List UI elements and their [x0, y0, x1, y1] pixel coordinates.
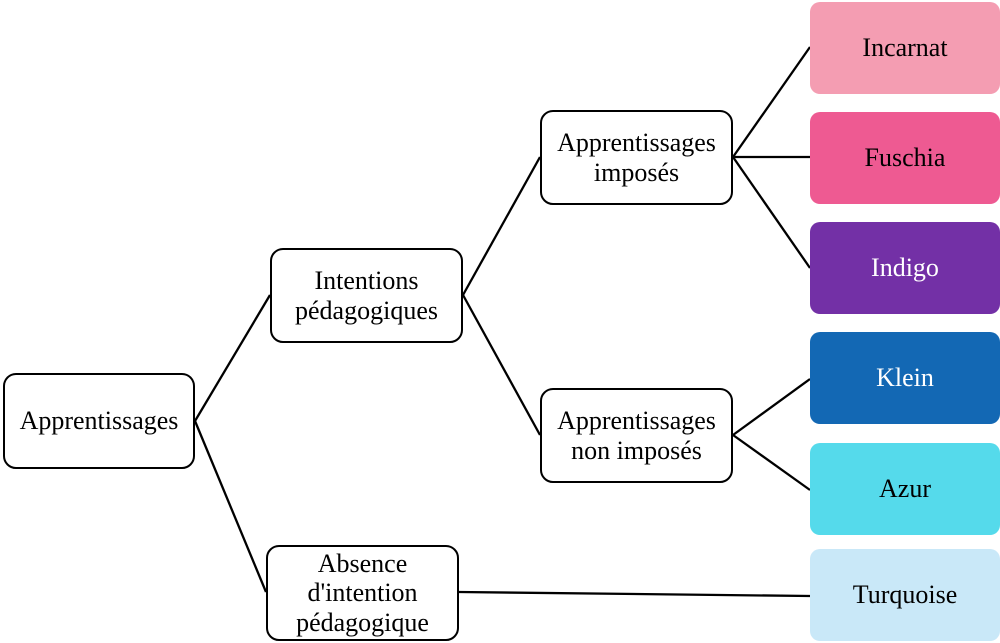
- connector-nonimposes-azur: [732, 434, 811, 491]
- leaf-turquoise: Turquoise: [810, 549, 1000, 641]
- connector-imposes-incarnat: [732, 46, 811, 158]
- connector-absence-turquoise: [458, 590, 811, 598]
- leaf-indigo: Indigo: [810, 222, 1000, 314]
- connector-intentions-nonimposes: [461, 294, 542, 436]
- leaf-azur: Azur: [810, 443, 1000, 535]
- node-apprentissages-non-imposes: Apprentissages non imposés: [540, 388, 733, 483]
- leaf-incarnat: Incarnat: [810, 2, 1000, 94]
- node-intentions-pedagogiques: Intentions pédagogiques: [270, 248, 463, 343]
- connector-root-intentions: [194, 294, 271, 422]
- connector-intentions-imposes: [461, 156, 542, 296]
- leaf-fuschia: Fuschia: [810, 112, 1000, 204]
- connector-root-absence: [193, 420, 268, 593]
- node-apprentissages-imposes: Apprentissages imposés: [540, 110, 733, 205]
- connector-nonimposes-klein: [732, 378, 811, 436]
- node-absence-intention-pedagogique: Absence d'intention pédagogique: [266, 545, 459, 641]
- node-apprentissages: Apprentissages: [3, 373, 195, 469]
- leaf-klein: Klein: [810, 332, 1000, 424]
- connector-imposes-indigo: [732, 156, 811, 269]
